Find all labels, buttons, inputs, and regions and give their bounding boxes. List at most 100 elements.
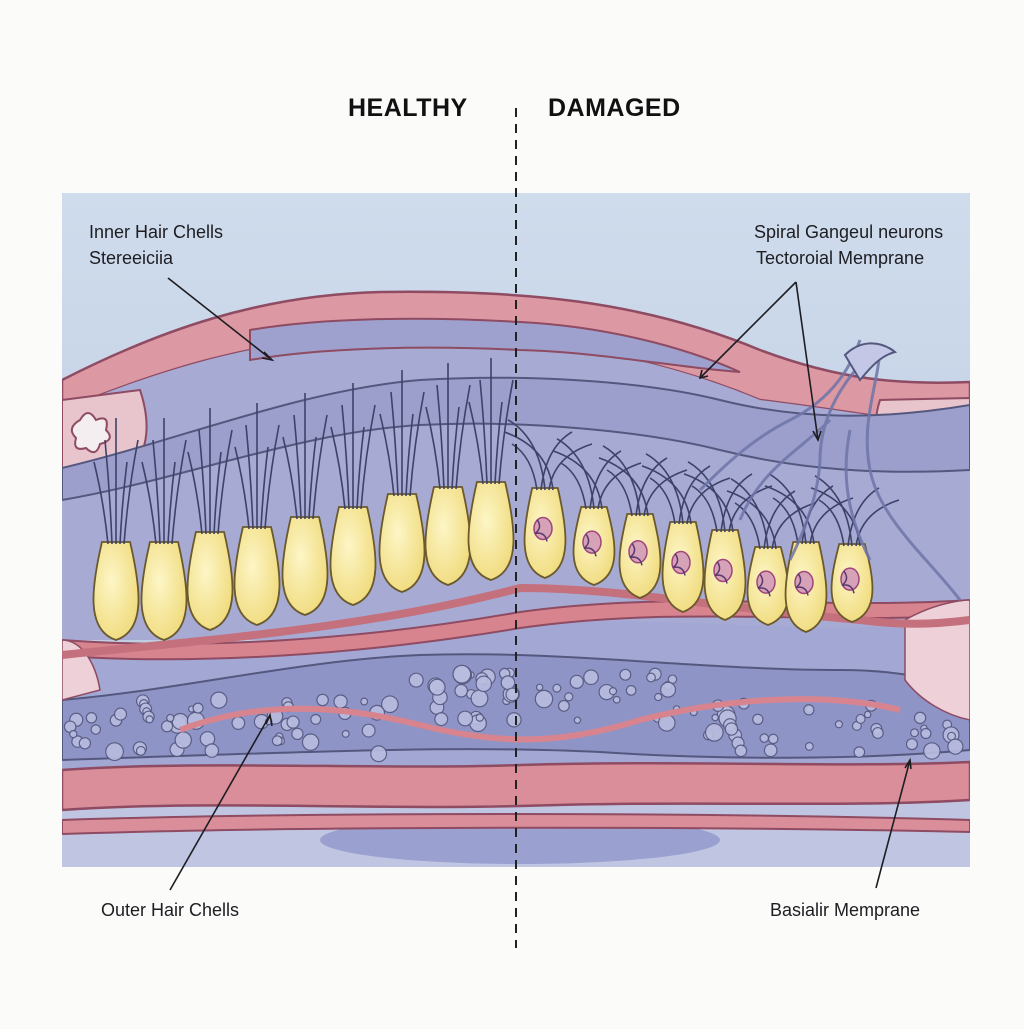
- stereocilia-bundle: [552, 438, 642, 510]
- stereocilium: [390, 391, 399, 497]
- spiral-ganglion-fibers: [698, 339, 962, 601]
- stereocilium: [93, 461, 109, 545]
- stereocilia-bundle: [93, 418, 139, 545]
- nucleus: [361, 723, 376, 738]
- nucleus: [135, 745, 146, 756]
- hair-cell: [467, 481, 515, 581]
- stereocilium: [308, 436, 317, 520]
- nucleus: [271, 735, 283, 747]
- debris: [795, 573, 809, 596]
- nucleus: [316, 693, 329, 707]
- stereocilium: [198, 429, 207, 535]
- stereocilia-label: Stereeiciia: [89, 248, 174, 268]
- nucleus: [301, 733, 320, 751]
- stereocilium: [847, 487, 880, 547]
- nucleus: [803, 704, 815, 716]
- stereocilium: [119, 461, 128, 545]
- stereocilium: [217, 429, 233, 535]
- stereocilium: [683, 473, 734, 533]
- nucleus: [78, 737, 92, 750]
- nucleus: [333, 694, 348, 709]
- stereocilium: [602, 445, 641, 517]
- nucleus: [704, 722, 724, 742]
- stereocilium: [598, 457, 649, 517]
- stereocilium: [606, 469, 633, 517]
- stereocilia-bundle: [141, 418, 187, 545]
- stereocilia-bundle: [379, 370, 425, 497]
- stereocilium: [597, 462, 642, 510]
- nucleus: [905, 738, 918, 751]
- stereocilium: [691, 485, 718, 533]
- nucleus: [853, 746, 866, 759]
- nucleus: [913, 711, 927, 725]
- stereocilium: [425, 406, 441, 490]
- stereocilium: [818, 499, 845, 547]
- nucleus: [660, 681, 677, 698]
- spiral-ganglion-label: Spiral Gangeul neurons: [754, 222, 944, 242]
- stereocilia-bundle: [234, 403, 280, 530]
- nucleus: [452, 664, 472, 684]
- nucleus: [583, 669, 599, 686]
- nucleus: [506, 712, 522, 728]
- nucleus: [113, 707, 128, 721]
- nucleus: [454, 683, 469, 698]
- nucleus: [535, 683, 544, 692]
- nucleus: [204, 743, 220, 758]
- nucleus: [612, 695, 621, 704]
- stereocilium: [678, 465, 711, 525]
- stereocilia-bundle: [425, 363, 471, 490]
- stereocilium: [104, 439, 113, 545]
- debris: [629, 542, 643, 566]
- stereocilium: [187, 451, 203, 535]
- nucleus: [160, 720, 174, 733]
- nucleus: [564, 692, 574, 702]
- damaged-organelle: [671, 550, 691, 575]
- nucleus: [920, 727, 932, 740]
- nucleus: [174, 731, 192, 749]
- stereocilia-bundle: [282, 393, 328, 520]
- nucleus: [711, 713, 719, 722]
- nucleus: [834, 720, 843, 729]
- stereocilium: [730, 478, 769, 550]
- stereocilium: [649, 477, 676, 525]
- stereocilium: [641, 465, 692, 525]
- tectorial-membrane-label: Tectoroial Memprane: [756, 248, 925, 268]
- stereocilium: [645, 453, 684, 525]
- nucleus: [341, 729, 350, 738]
- stereocilium: [560, 462, 587, 510]
- stereocilium: [635, 457, 668, 517]
- stereocilium: [282, 436, 298, 520]
- stereocilium: [141, 461, 157, 545]
- damaged-organelle: [794, 570, 814, 595]
- hair-cell: [424, 486, 472, 586]
- stereocilium: [213, 451, 222, 535]
- damaged-organelle: [533, 516, 553, 541]
- outer-hair-cells-label: Outer Hair Chells: [101, 900, 240, 920]
- nucleus: [457, 710, 474, 727]
- nucleus: [557, 699, 570, 712]
- stereocilium: [468, 401, 484, 485]
- nucleus: [428, 678, 446, 696]
- stereocilium: [455, 384, 471, 490]
- nucleus: [210, 691, 228, 709]
- hair-cell: [186, 531, 234, 631]
- stereocilium: [341, 404, 350, 510]
- stereocilia-bundle: [641, 453, 731, 525]
- stereocilium: [356, 426, 365, 510]
- nucleus: [360, 697, 369, 706]
- hair-cell: [140, 541, 188, 641]
- nucleus: [855, 713, 866, 725]
- stereocilium: [548, 443, 593, 491]
- stereocilium: [814, 475, 853, 547]
- nucleus: [734, 744, 748, 758]
- stereocilium: [772, 497, 799, 545]
- stereocilium: [764, 485, 815, 545]
- stereocilium: [771, 502, 816, 550]
- inner-hair-cells-label: Inner Hair Chells: [89, 222, 224, 242]
- nucleus: [804, 741, 814, 751]
- stereocilium: [479, 379, 488, 485]
- debris: [757, 573, 771, 597]
- nucleus: [646, 672, 656, 683]
- stereocilium: [245, 424, 254, 530]
